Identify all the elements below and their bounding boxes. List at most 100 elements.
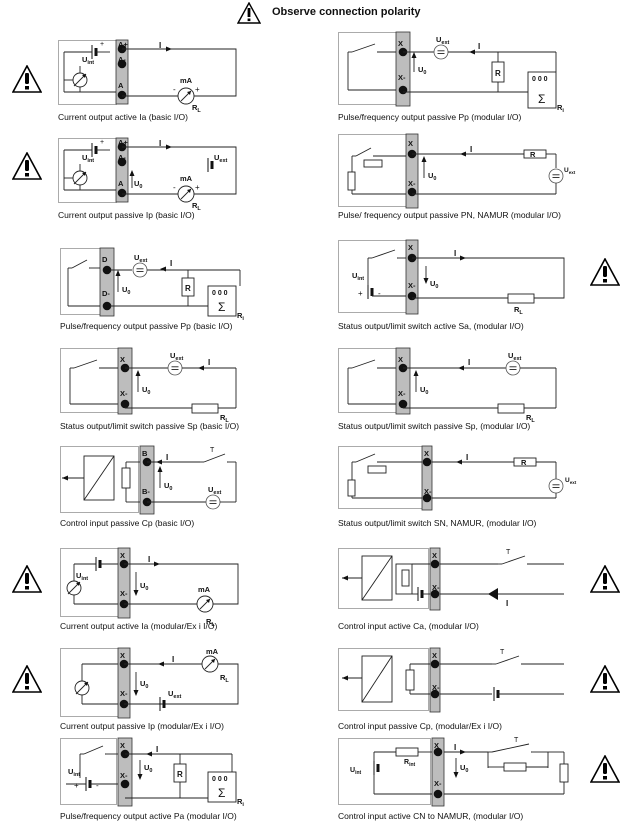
u0-label-sub: 0 [425, 390, 428, 396]
warning-bar [25, 673, 29, 684]
u0-label-main: U [430, 279, 435, 288]
r-label: R [495, 69, 501, 78]
terminal-dot [407, 187, 417, 197]
voltage-arrow-icon [135, 370, 141, 376]
rl-label-sub: L [531, 418, 535, 424]
diagram-caption: Control input passive Cp, (modular/Ex i … [338, 721, 502, 731]
signal-arrow-icon [342, 575, 348, 581]
current-label: I [478, 42, 480, 51]
uext-label-sub: ext [513, 356, 521, 362]
u0-label: U0 [122, 285, 130, 296]
voltage-arrow-icon [421, 156, 427, 162]
current-label: I [454, 743, 456, 752]
warning-dot [603, 686, 607, 690]
current-arrow-icon [160, 266, 166, 272]
terminal-label: X- [408, 281, 416, 290]
terminal-block [429, 647, 441, 713]
uint-label-main: U [82, 55, 87, 64]
voltage-arrow-icon [133, 690, 139, 696]
terminal-dot [117, 157, 127, 167]
u0-label-main: U [420, 385, 425, 394]
terminal-label: X- [120, 389, 128, 398]
warning-bar [25, 160, 29, 171]
rl-label-sub: L [197, 206, 201, 212]
warning-triangle-icon [237, 2, 261, 24]
u0-label-main: U [418, 65, 423, 74]
uext-label: Uext [208, 485, 222, 496]
plus-sign: + [100, 139, 104, 146]
u0-label-main: U [122, 285, 127, 294]
uext-label-sub: ext [441, 40, 449, 46]
device-outline [60, 446, 139, 513]
device-outline [338, 446, 423, 509]
current-label: I [156, 745, 158, 754]
sigma-symbol: Σ [218, 786, 225, 800]
uext-label: Uext [170, 351, 184, 362]
warning-dot [25, 686, 29, 690]
page-title: Observe connection polarity [272, 6, 421, 18]
rl-label-sub: L [225, 678, 229, 684]
terminal-label: A [118, 81, 124, 90]
current-label: I [159, 41, 161, 50]
ri-label-main: R [557, 103, 563, 112]
terminal-label: X- [424, 487, 432, 496]
r-label: R [530, 150, 536, 159]
loop-wire [412, 257, 565, 299]
diagram-caption: Status output/limit switch passive Sp, (… [338, 421, 531, 431]
warning-bar [603, 573, 607, 584]
source-arrow-head [82, 172, 86, 176]
uext-label: Uext [565, 477, 577, 485]
terminal-label: A+ [118, 138, 128, 147]
rl-label-main: R [192, 103, 198, 112]
resistor-icon [405, 669, 415, 691]
terminal-dot [142, 457, 152, 467]
warning-bar [603, 266, 607, 277]
diagram-caption: Status output/limit switch SN, NAMUR, (m… [338, 518, 537, 528]
diagram-caption: Current output active Ia (basic I/O) [58, 112, 188, 122]
voltage-source-icon [505, 360, 521, 376]
source-arrow-head [76, 582, 80, 586]
warning-triangle-icon [590, 258, 620, 286]
warning-dot [25, 86, 29, 90]
terminal-dot [422, 457, 432, 467]
terminal-label: X- [120, 689, 128, 698]
terminal-label: X [432, 651, 437, 660]
voltage-arrow-icon [137, 774, 143, 780]
u0-label-main: U [142, 385, 147, 394]
current-label: I [208, 358, 210, 367]
u0-label-main: U [134, 179, 139, 188]
terminal-block [115, 137, 129, 203]
u0-label: U0 [134, 179, 142, 190]
u0-label-sub: 0 [147, 390, 150, 396]
current-label: I [170, 259, 172, 268]
terminal-label: X [120, 651, 125, 660]
counter-box [207, 771, 237, 803]
uext-label-sub: ext [139, 258, 147, 264]
plus-sign: + [195, 183, 200, 192]
meter-needle-head [187, 91, 191, 95]
terminal-dot [102, 301, 112, 311]
current-label: I [470, 145, 472, 154]
terminal-label: B [142, 449, 148, 458]
loop-wire [124, 663, 239, 705]
uext-label-main: U [508, 351, 513, 360]
rl-label-sub: L [225, 418, 229, 424]
resistor-icon [507, 293, 535, 304]
uext-label: Uext [508, 351, 522, 362]
terminal-label: X- [432, 583, 440, 592]
device-outline [338, 240, 407, 313]
uext-label: Uext [564, 167, 576, 175]
current-label: I [506, 599, 508, 608]
current-direction-icon [488, 588, 498, 600]
warning-triangle-icon [12, 65, 42, 93]
diagram-caption: Control input active CN to NAMUR, (modul… [338, 811, 524, 821]
terminal-block [421, 445, 433, 511]
